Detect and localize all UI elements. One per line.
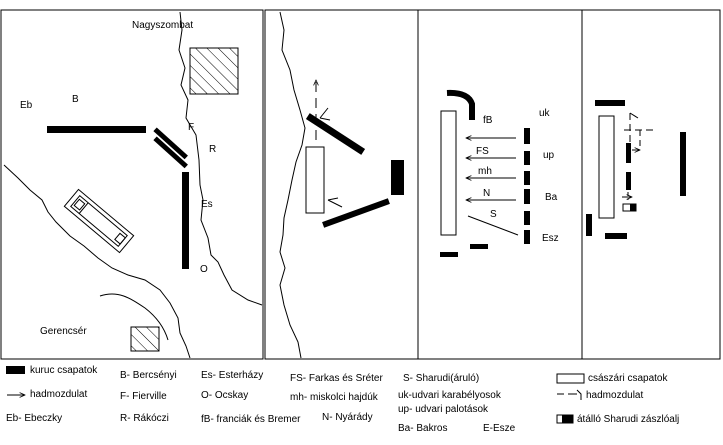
imperial-uk-1 <box>524 128 530 144</box>
label-mh: mh <box>478 166 492 177</box>
kuruc-top-line-panel-4 <box>595 100 625 106</box>
label-b: B <box>72 94 79 105</box>
legend-uk: uk-udvari karabélyosok <box>398 390 501 401</box>
river-upper <box>178 11 263 306</box>
label-fs: FS <box>476 146 489 157</box>
legend-b: B- Bercsényi <box>120 370 177 381</box>
legend-imperial-swatch <box>556 373 585 384</box>
kuruc-right-line-panel-4 <box>680 132 686 196</box>
label-fb: fB <box>483 115 493 126</box>
imperial-line-panel-4-1 <box>626 143 631 163</box>
imperial-esz-1 <box>524 230 530 244</box>
imperial-block-panel-4 <box>598 115 615 219</box>
town-nagyszombat-label: Nagyszombat <box>132 20 194 31</box>
label-eb: Eb <box>20 100 33 111</box>
stream <box>99 293 169 341</box>
legend-movement: hadmozdulat <box>30 389 88 400</box>
imperial-camp-panel-1 <box>63 188 135 254</box>
legend-sharudi: átálló Sharudi zászlóalj <box>577 414 680 425</box>
kuruc-french-bremer-arc <box>446 89 475 120</box>
panel-3-movements <box>466 138 519 236</box>
label-r: R <box>209 144 217 155</box>
label-uk: uk <box>539 108 550 119</box>
kuruc-reserve-left <box>440 252 458 257</box>
legend-ba: Ba- Bakros <box>398 423 448 434</box>
panel-4-frame <box>581 9 721 360</box>
label-esz: Esz <box>542 233 559 244</box>
label-es: Es <box>201 199 213 210</box>
kuruc-esterhazy-ocskay-line <box>182 172 189 269</box>
panel-4-movements <box>622 112 655 200</box>
river-panel-2 <box>279 11 306 359</box>
label-ba: Ba <box>545 192 558 203</box>
kuruc-line-panel-2-lower <box>322 198 390 228</box>
legend-imperial-movement <box>557 389 582 400</box>
legend-kuruc-swatch <box>6 366 25 374</box>
kuruc-bercsenyi-line <box>47 126 146 133</box>
label-n: N <box>483 188 491 199</box>
legend-r: R- Rákóczi <box>120 413 169 424</box>
panel-1-terrain <box>3 11 263 359</box>
panel-2-movements <box>316 80 343 208</box>
kuruc-left-line-panel-4 <box>586 214 592 236</box>
river-lower <box>3 164 191 359</box>
imperial-up-1 <box>524 151 530 165</box>
imperial-block-panel-2 <box>305 146 325 214</box>
nagyszombat-town <box>189 47 239 95</box>
panel-2-terrain <box>279 11 306 359</box>
sharudi-battalion-flag <box>622 203 637 212</box>
label-f: F <box>188 122 195 133</box>
label-up: up <box>543 150 555 161</box>
imperial-ba-1 <box>524 189 530 204</box>
legend-n: N- Nyárády <box>322 412 373 423</box>
imperial-line-panel-4-2 <box>626 172 631 190</box>
label-o: O <box>200 264 208 275</box>
legend-f: F- Fierville <box>120 391 167 402</box>
kuruc-fierville-line-2 <box>153 136 188 169</box>
legend-fs: FS- Farkas és Sréter <box>290 373 383 384</box>
legend-mh: mh- miskolci hajdúk <box>290 392 378 403</box>
panel-1-frame <box>0 9 264 360</box>
legend-es: Es- Esterházy <box>201 370 264 381</box>
legend-imperial-movement-label: hadmozdulat <box>586 390 644 401</box>
label-s: S <box>490 209 497 220</box>
legend-sharudi-swatch <box>556 414 574 424</box>
kuruc-fierville-line-1 <box>153 127 188 160</box>
kuruc-reserve-right <box>470 244 488 249</box>
legend-fb: fB- franciák és Bremer <box>201 414 301 425</box>
legend-imperial: császári csapatok <box>588 373 668 384</box>
town-gerencser-label: Gerencsér <box>40 326 87 337</box>
legend-e: E-Esze <box>483 423 516 434</box>
legend-eb: Eb- Ebeczky <box>6 413 63 424</box>
kuruc-bottom-line-panel-4 <box>605 233 627 239</box>
imperial-ba-2 <box>524 211 530 225</box>
legend-s: S- Sharudi(áruló) <box>403 373 480 384</box>
kuruc-line-panel-2-upper <box>305 113 366 155</box>
kuruc-block-panel-2 <box>391 160 404 195</box>
legend-kuruc: kuruc csapatok <box>30 365 98 376</box>
imperial-block-panel-3 <box>440 110 457 236</box>
imperial-up-2 <box>524 171 530 185</box>
gerencser-town <box>130 326 160 352</box>
legend-o: O- Ocskay <box>201 390 249 401</box>
legend-up: up- udvari palotások <box>398 404 489 415</box>
